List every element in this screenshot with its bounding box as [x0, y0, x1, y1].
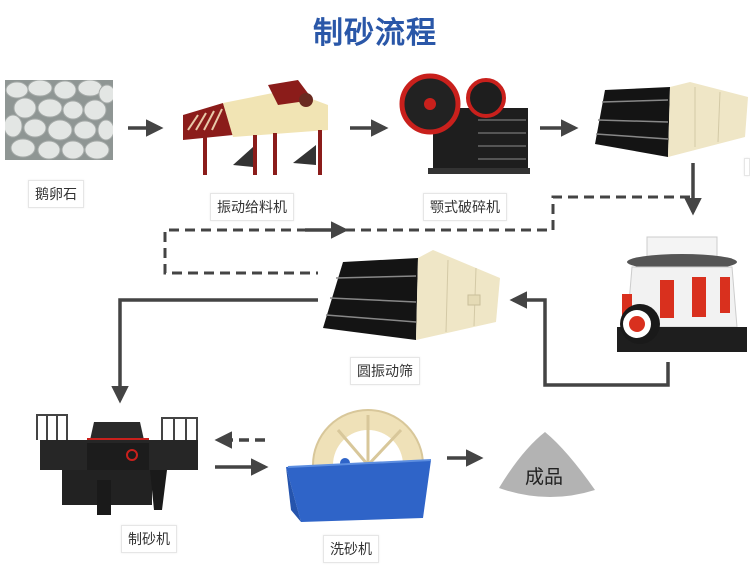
pebble-image [5, 80, 113, 160]
arrow-screen-to-sand-maker [111, 298, 318, 404]
step-label-jaw-crusher: 颚式破碎机 [423, 193, 507, 221]
step-label-vibrating-screen [744, 158, 750, 176]
sand-washer-image [286, 409, 432, 522]
step-label-vibrating-feeder: 振动给料机 [210, 193, 294, 221]
page-title: 制砂流程 [313, 16, 437, 51]
step-label-circular-vibrating-screen: 圆振动筛 [350, 357, 420, 385]
step-label-sand-making-machine: 制砂机 [121, 525, 177, 553]
sand-making-machine-image [36, 414, 198, 515]
finished-product-pile [499, 432, 595, 498]
vibrating-screen-image [595, 82, 748, 157]
vibrating-feeder-image [183, 80, 328, 175]
step-label-sand-washer: 洗砂机 [323, 535, 379, 563]
jaw-crusher-image [399, 73, 530, 174]
circular-vibrating-screen-image [323, 250, 500, 340]
finished-product-label: 成品 [525, 466, 564, 488]
step-label-pebble: 鹅卵石 [28, 180, 84, 208]
cone-crusher-image [617, 236, 747, 352]
